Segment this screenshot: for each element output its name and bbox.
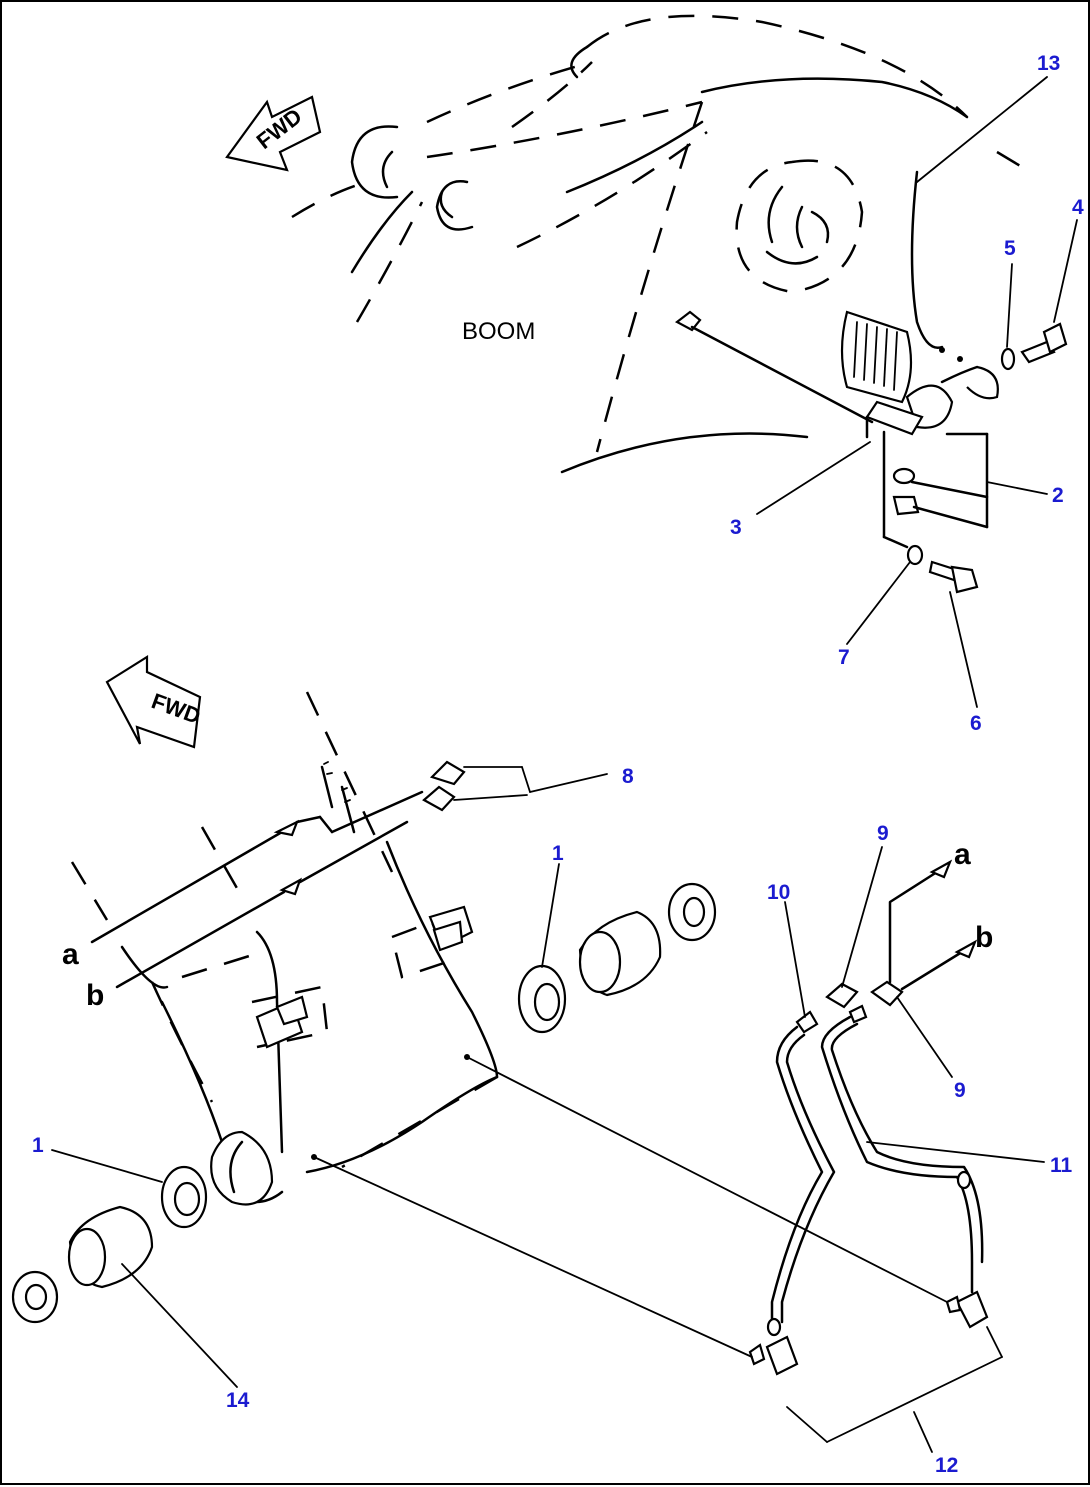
- callout-10: 10: [767, 881, 790, 904]
- callout-5: 5: [1004, 237, 1016, 260]
- boom-label: BOOM: [462, 318, 535, 345]
- fwd-arrow-top: FWD: [225, 95, 322, 172]
- callout-4: 4: [1072, 196, 1084, 219]
- letter-a-left: a: [62, 938, 79, 971]
- callout-9-bottom: 9: [954, 1079, 966, 1102]
- callout-1-center: 1: [552, 842, 564, 865]
- callout-14: 14: [226, 1389, 250, 1412]
- callout-12: 12: [935, 1454, 958, 1477]
- bushing-left: [11, 1165, 208, 1324]
- letter-a-right: a: [954, 838, 971, 871]
- hoses-left: [90, 760, 608, 989]
- letter-b-right: b: [975, 921, 993, 954]
- fwd-arrow-bottom: FWD: [105, 655, 204, 749]
- callout-6: 6: [970, 712, 982, 735]
- work-lamp-assembly: [674, 310, 1068, 594]
- callout-8: 8: [622, 765, 634, 788]
- hoses-right: [311, 859, 1003, 1443]
- callout-7: 7: [838, 646, 850, 669]
- callout-9-top: 9: [877, 822, 889, 845]
- callout-13: 13: [1037, 52, 1060, 75]
- callout-2: 2: [1052, 484, 1064, 507]
- callout-11: 11: [1050, 1154, 1073, 1177]
- callout-3: 3: [730, 516, 742, 539]
- leaders-top: [756, 76, 1078, 708]
- callout-1-left: 1: [32, 1134, 44, 1157]
- bushing-center: [517, 882, 717, 1034]
- arm-outline: [70, 691, 499, 1206]
- leaders-bottom: [51, 846, 1045, 1453]
- boom-outline: [291, 14, 1023, 474]
- letter-b-left: b: [86, 979, 104, 1012]
